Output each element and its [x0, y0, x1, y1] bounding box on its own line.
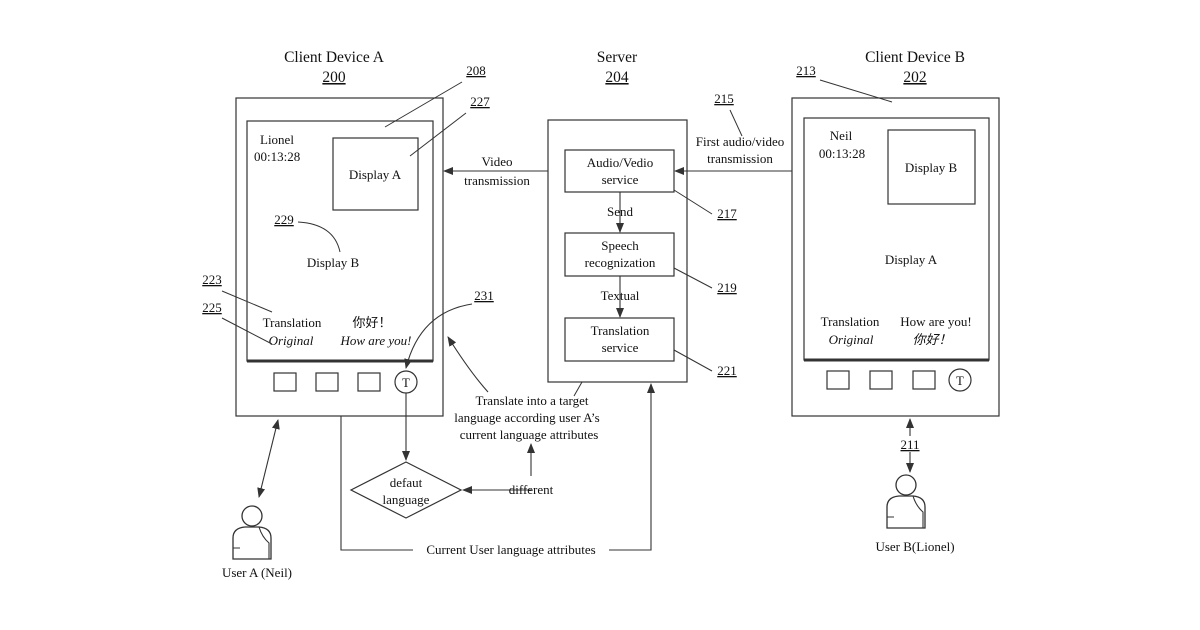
- user-b-person-icon: [887, 475, 925, 528]
- device-a-translation-label: Translation: [263, 315, 322, 330]
- server: Server 204 Audio/Vedio service Speech re…: [548, 49, 737, 382]
- translate-note-line1: Translate into a target: [475, 393, 588, 408]
- user-a-person-icon: [233, 506, 271, 559]
- ref-231: 231: [474, 288, 494, 303]
- default-language-diamond: [351, 462, 461, 518]
- translation-service-line2: service: [602, 340, 639, 355]
- speech-recognization-line2: recognization: [585, 255, 656, 270]
- device-b-translate-button-label: T: [956, 374, 964, 388]
- device-b-translation-text: How are you!: [900, 314, 971, 329]
- device-a-toolbar-button-1[interactable]: [274, 373, 296, 391]
- current-user-lang-label: Current User language attributes: [426, 542, 595, 557]
- first-av-line1: First audio/video: [696, 134, 784, 149]
- default-language-line1: defaut: [390, 475, 423, 490]
- device-b-toolbar-button-1[interactable]: [827, 371, 849, 389]
- audio-video-service-line2: service: [602, 172, 639, 187]
- video-transmission-line1: Video: [482, 154, 513, 169]
- device-a-toolbar-button-3[interactable]: [358, 373, 380, 391]
- server-ref: 204: [605, 69, 629, 86]
- device-b-toolbar-button-3[interactable]: [913, 371, 935, 389]
- ref-211: 211: [900, 437, 919, 452]
- audio-video-service-line1: Audio/Vedio: [587, 155, 653, 170]
- device-a-title: Client Device A: [284, 49, 385, 66]
- device-b-toolbar-button-2[interactable]: [870, 371, 892, 389]
- device-b-translation-label: Translation: [821, 314, 880, 329]
- ref-221: 221: [717, 363, 737, 378]
- translation-service-line1: Translation: [591, 323, 650, 338]
- device-b-original-text: 你好！: [912, 332, 951, 347]
- ref-215: 215: [714, 91, 734, 106]
- textual-label: Textual: [601, 288, 640, 303]
- client-device-b: Client Device B 202 Neil 00:13:28 Displa…: [792, 49, 999, 416]
- device-b-ref: 202: [903, 69, 926, 86]
- device-a-translation-text: 你好！: [352, 315, 391, 330]
- ref-223: 223: [202, 272, 222, 287]
- user-b-label: User B(Lionel): [875, 539, 954, 554]
- speech-recognization-line1: Speech: [601, 238, 639, 253]
- server-title: Server: [597, 49, 638, 66]
- device-b-display-b-label: Display B: [905, 160, 958, 175]
- ref-219: 219: [717, 280, 737, 295]
- device-a-timer: 00:13:28: [254, 149, 300, 164]
- ref-217: 217: [717, 206, 737, 221]
- translate-note-line2: language according user A’s: [454, 410, 599, 425]
- device-a-ref: 200: [322, 69, 346, 86]
- device-a-original-label: Original: [269, 333, 314, 348]
- client-device-a: Client Device A 200 Lionel 00:13:28 Disp…: [202, 49, 494, 416]
- device-a-display-b-label: Display B: [307, 255, 360, 270]
- user-a-link: [259, 420, 278, 497]
- ref-213: 213: [796, 63, 816, 78]
- user-a: User A (Neil): [222, 506, 292, 580]
- user-b: User B(Lionel): [875, 475, 954, 554]
- ref-229: 229: [274, 212, 294, 227]
- device-b-title: Client Device B: [865, 49, 965, 66]
- first-av-line2: transmission: [707, 151, 773, 166]
- send-label: Send: [607, 204, 634, 219]
- different-label: different: [509, 482, 554, 497]
- device-b-display-a-label: Display A: [885, 252, 938, 267]
- device-b-timer: 00:13:28: [819, 146, 865, 161]
- device-b-original-label: Original: [829, 332, 874, 347]
- ref-225: 225: [202, 300, 222, 315]
- video-transmission-line2: transmission: [464, 173, 530, 188]
- device-a-original-text: How are you!: [339, 333, 411, 348]
- device-a-translate-button-label: T: [402, 376, 410, 390]
- default-language-line2: language: [383, 492, 430, 507]
- translate-note-line3: current language attributes: [460, 427, 599, 442]
- user-a-label: User A (Neil): [222, 565, 292, 580]
- device-a-user-name: Lionel: [260, 132, 294, 147]
- ref-208: 208: [466, 63, 486, 78]
- translate-note-arrow: [448, 337, 488, 392]
- ref-227: 227: [470, 94, 490, 109]
- device-a-display-a-label: Display A: [349, 167, 402, 182]
- device-b-user-name: Neil: [830, 128, 853, 143]
- device-a-toolbar-button-2[interactable]: [316, 373, 338, 391]
